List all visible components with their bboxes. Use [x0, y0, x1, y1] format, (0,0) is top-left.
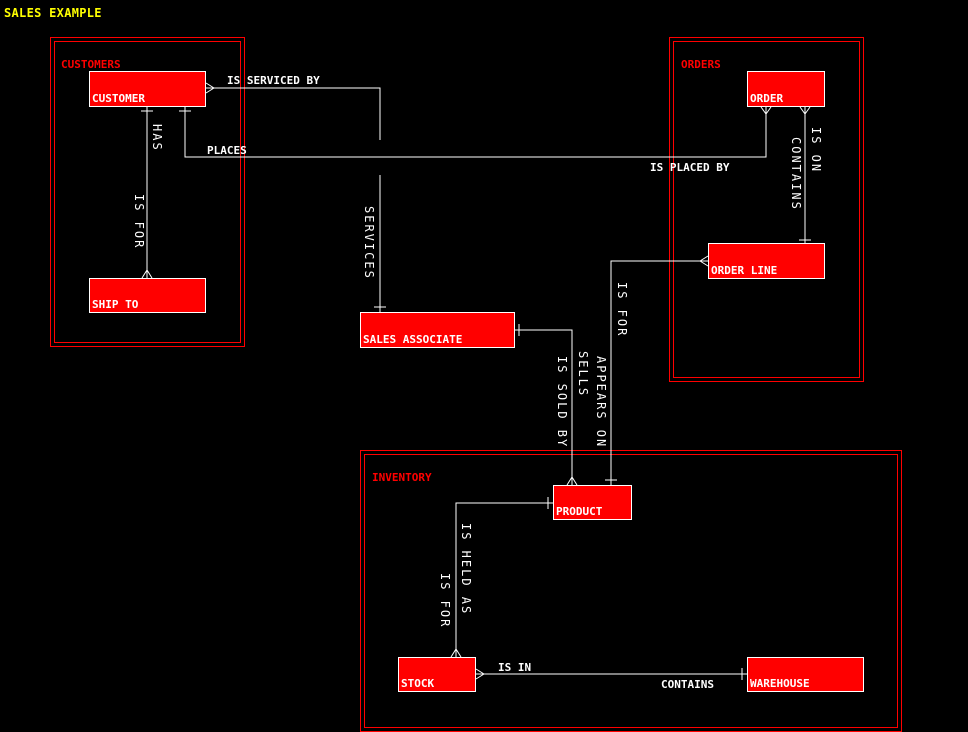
- line-customer-order: [184, 107, 767, 158]
- crowfoot-product: [566, 476, 578, 486]
- entity-sales-associate[interactable]: SALES ASSOCIATE: [360, 312, 515, 348]
- entity-order-line[interactable]: ORDER LINE: [708, 243, 825, 279]
- label-contains-order: CONTAINS: [789, 137, 803, 211]
- label-is-serviced-by: IS SERVICED BY: [227, 74, 320, 87]
- group-orders: [669, 37, 864, 382]
- group-orders-label: ORDERS: [681, 58, 721, 71]
- crowfoot-order-2: [799, 106, 811, 115]
- entity-product[interactable]: PRODUCT: [553, 485, 632, 520]
- entity-warehouse[interactable]: WAREHOUSE: [747, 657, 864, 692]
- entity-order[interactable]: ORDER: [747, 71, 825, 107]
- label-is-on: IS ON: [809, 127, 823, 174]
- crowfoot-stock-1: [450, 648, 462, 658]
- label-contains-warehouse: CONTAINS: [661, 678, 714, 691]
- entity-ship-to[interactable]: SHIP TO: [89, 278, 206, 313]
- line-product-orderline: [610, 260, 708, 485]
- entity-order-line-label: ORDER LINE: [711, 264, 778, 277]
- crowfoot-shipto: [141, 269, 153, 279]
- relationship-lines: [141, 82, 811, 680]
- crowfoot-stock-2: [475, 668, 485, 680]
- entity-customer-label: CUSTOMER: [92, 92, 145, 105]
- label-is-sold-by: IS SOLD BY: [555, 356, 569, 449]
- label-is-for-orderline: IS FOR: [615, 282, 629, 338]
- label-has: HAS: [150, 124, 164, 152]
- label-is-for-stock: IS FOR: [438, 573, 452, 629]
- label-sells: SELLS: [576, 351, 590, 398]
- label-is-for-shipto: IS FOR: [132, 194, 146, 250]
- label-is-in: IS IN: [498, 661, 532, 674]
- group-inventory-label: INVENTORY: [372, 471, 432, 484]
- entity-sales-associate-label: SALES ASSOCIATE: [363, 333, 463, 346]
- group-customers-label: CUSTOMERS: [61, 58, 121, 71]
- entity-product-label: PRODUCT: [556, 505, 603, 518]
- group-customers: [50, 37, 245, 347]
- line-customer-sales-associate: [206, 87, 381, 140]
- crowfoot-order-1: [760, 106, 772, 115]
- entity-customer[interactable]: CUSTOMER: [89, 71, 206, 107]
- label-is-placed-by: IS PLACED BY: [650, 161, 730, 174]
- diagram-title: SALES EXAMPLE: [4, 6, 102, 20]
- entity-warehouse-label: WAREHOUSE: [750, 677, 810, 690]
- label-places: PLACES: [207, 144, 247, 157]
- crowfoot-orderline: [699, 255, 709, 267]
- entity-stock-label: STOCK: [401, 677, 435, 690]
- line-salesassoc-product: [514, 329, 573, 485]
- line-product-stock: [455, 502, 553, 657]
- label-is-held-as: IS HELD AS: [459, 523, 473, 616]
- label-services: SERVICES: [362, 206, 376, 280]
- entity-order-label: ORDER: [750, 92, 784, 105]
- crowfoot-customer: [205, 82, 215, 94]
- label-appears-on: APPEARS ON: [594, 356, 608, 449]
- entity-stock[interactable]: STOCK: [398, 657, 476, 692]
- entity-ship-to-label: SHIP TO: [92, 298, 139, 311]
